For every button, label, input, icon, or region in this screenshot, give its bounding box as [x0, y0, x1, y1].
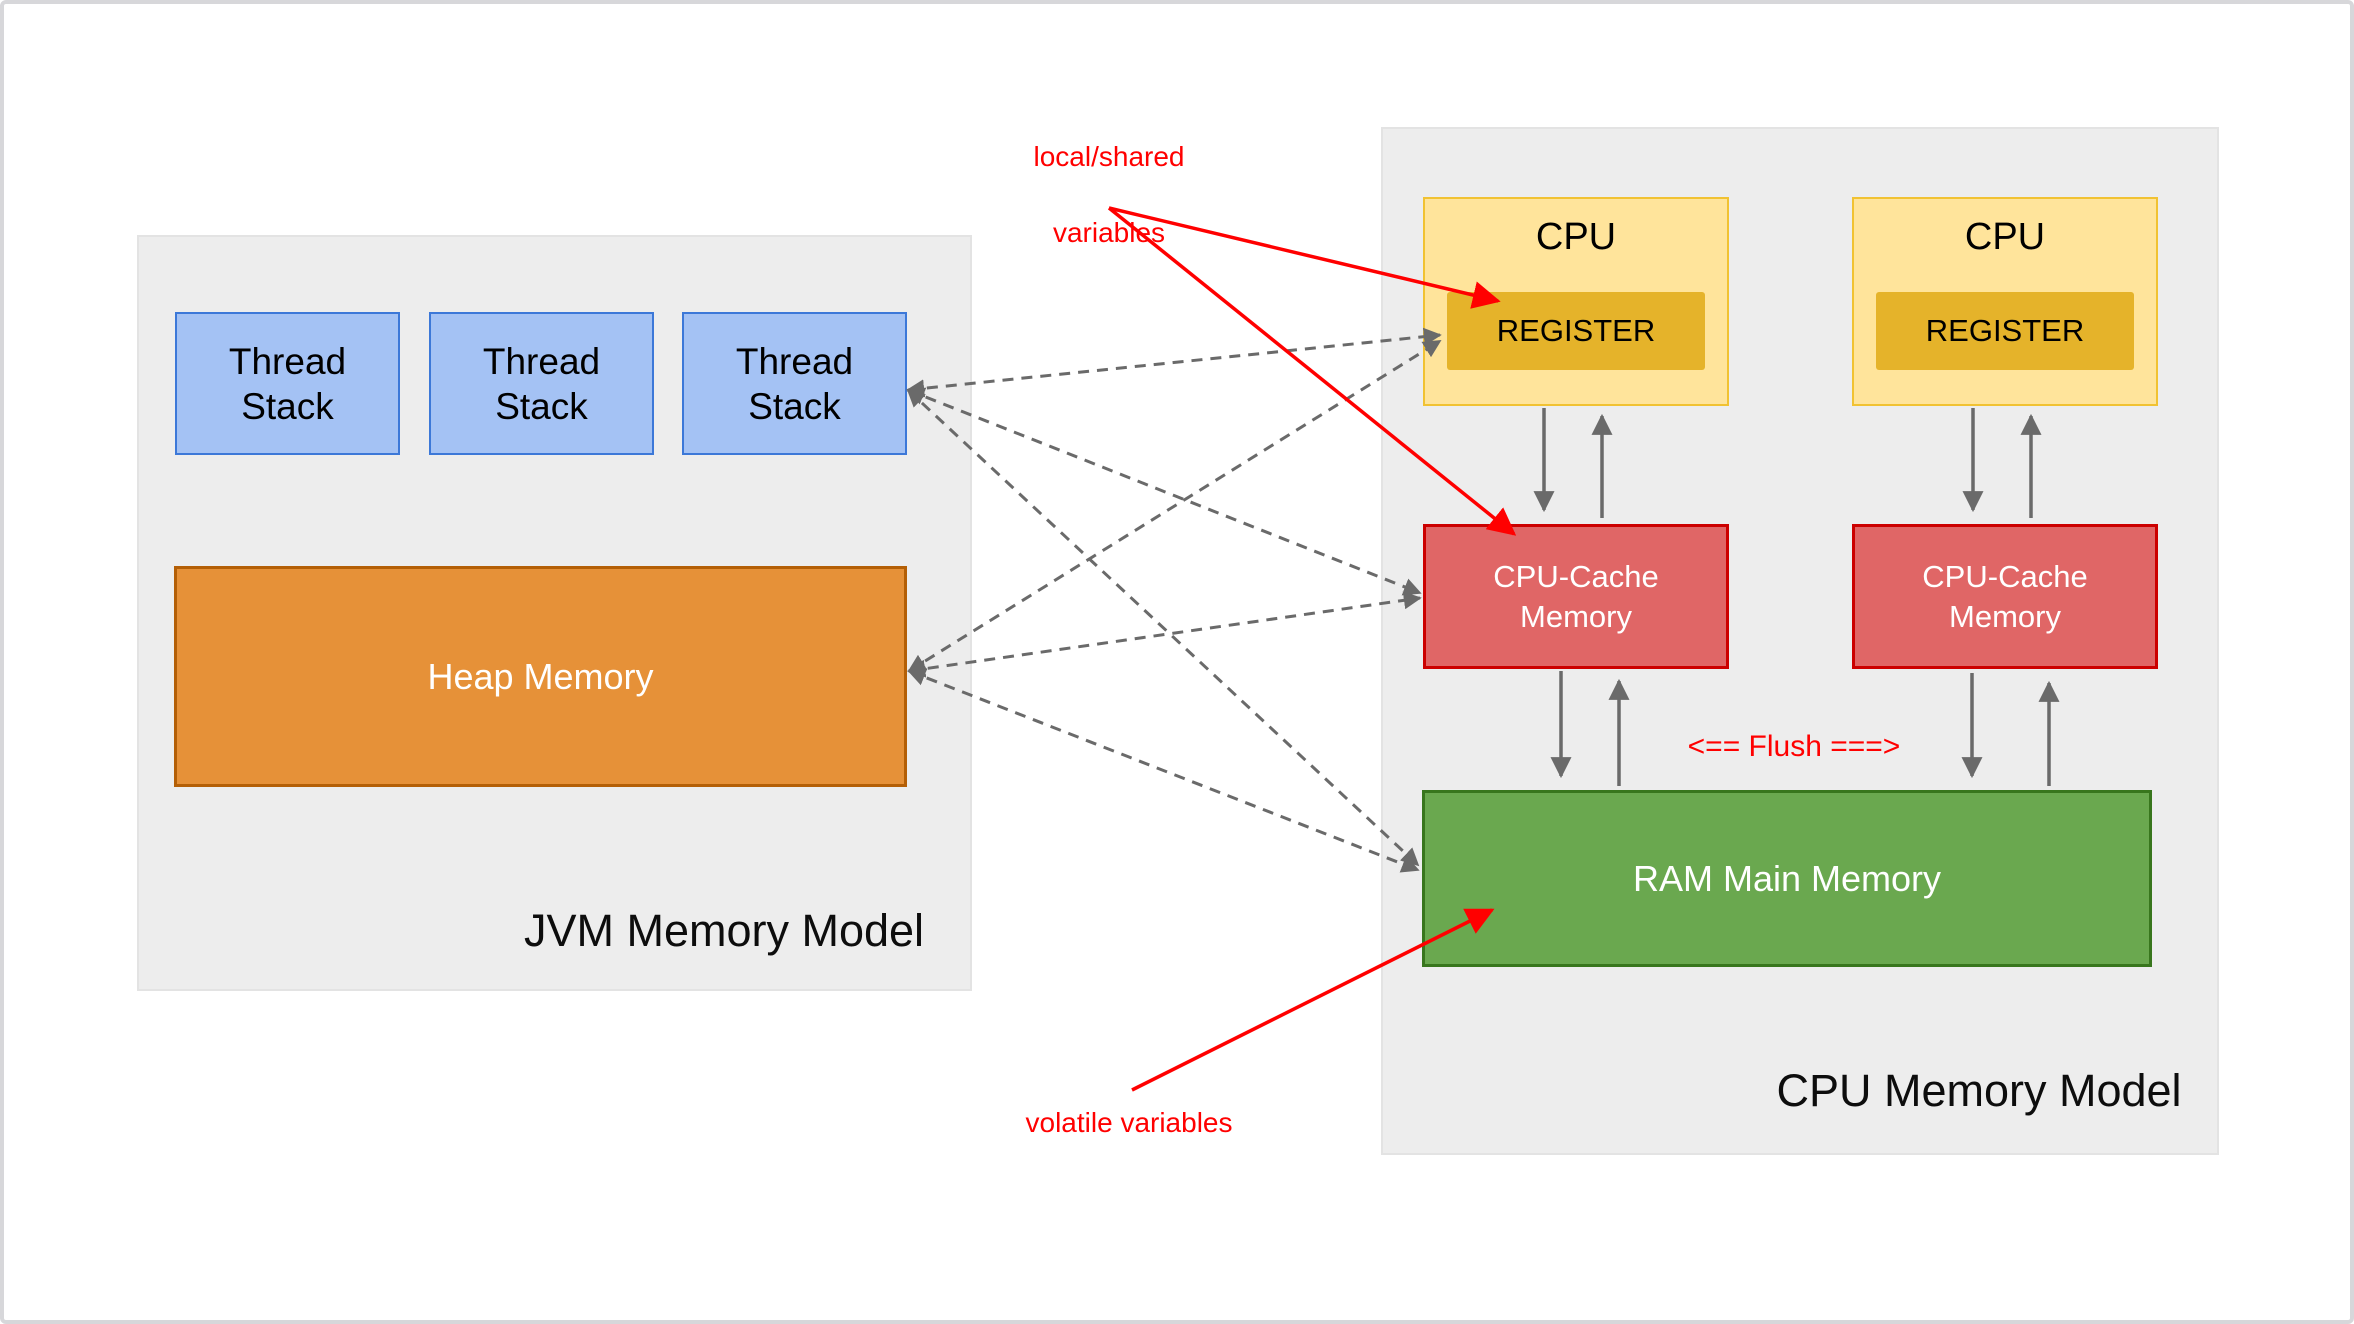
thread-stack-label: Thread Stack: [735, 340, 854, 427]
dashed-connector-heap-register: [907, 339, 1442, 673]
dashed-connector-heap-cache: [907, 591, 1422, 678]
heap-memory-label: Heap Memory: [427, 655, 654, 697]
register-box: REGISTER: [1876, 292, 2134, 370]
thread-stack-box-3: Thread Stack: [682, 312, 907, 455]
cpu-label: CPU: [1964, 216, 2046, 258]
register-label: REGISTER: [1925, 313, 2085, 348]
cpu-label: CPU: [1535, 216, 1617, 258]
cpu-memory-model-title: CPU Memory Model: [1776, 1065, 2182, 1116]
dashed-connector-threadstack-register: [906, 327, 1442, 398]
flush-annotation: <== Flush ===>: [1687, 730, 1901, 763]
thread-stack-label: Thread Stack: [482, 340, 601, 427]
local-shared-variables-line1: local/shared: [1033, 141, 1185, 172]
local-shared-variables-annotation: local/shared variables: [954, 100, 1264, 290]
dashed-connector-heap-ram: [907, 668, 1420, 873]
cpu-box-1: CPU REGISTER: [1423, 197, 1729, 406]
register-box: REGISTER: [1447, 292, 1705, 370]
heap-memory-box: Heap Memory: [174, 566, 907, 787]
thread-stack-box-1: Thread Stack: [175, 312, 400, 455]
ram-main-memory-label: RAM Main Memory: [1632, 857, 1942, 899]
register-label: REGISTER: [1496, 313, 1656, 348]
ram-main-memory-box: RAM Main Memory: [1422, 790, 2152, 967]
cpu-box-2: CPU REGISTER: [1852, 197, 2158, 406]
dashed-connector-threadstack-cache: [906, 387, 1422, 596]
volatile-variables-annotation: volatile variables: [1025, 1107, 1233, 1138]
thread-stack-box-2: Thread Stack: [429, 312, 654, 455]
local-shared-variables-line2: variables: [1052, 217, 1166, 248]
cpu-cache-memory-box-1: CPU-Cache Memory: [1423, 524, 1729, 669]
cpu-cache-memory-label: CPU-Cache Memory: [1922, 558, 2088, 634]
cpu-cache-memory-label: CPU-Cache Memory: [1493, 558, 1659, 634]
jvm-memory-model-title: JVM Memory Model: [523, 905, 925, 956]
cpu-cache-memory-box-2: CPU-Cache Memory: [1852, 524, 2158, 669]
dashed-connector-threadstack-ram: [906, 388, 1420, 867]
thread-stack-label: Thread Stack: [228, 340, 347, 427]
